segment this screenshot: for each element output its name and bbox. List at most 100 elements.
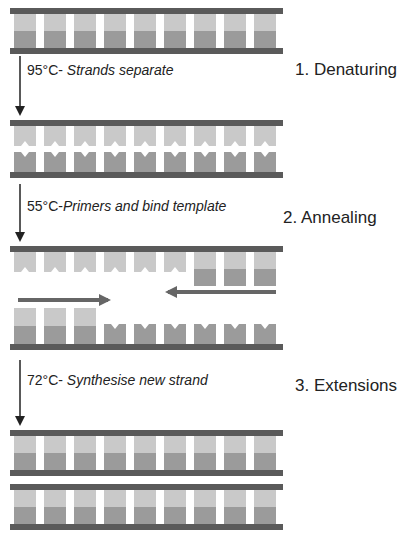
dna-part <box>74 326 96 344</box>
dna-part <box>224 453 246 470</box>
temperature-label: 55°C- <box>27 198 63 214</box>
dna-part <box>74 507 96 524</box>
dna-part <box>224 14 246 31</box>
dna-part <box>164 152 186 172</box>
dna-part <box>254 152 276 172</box>
dna-part <box>164 453 186 470</box>
step-arrow <box>19 184 21 240</box>
temperature-label: 72°C- <box>27 372 63 388</box>
dna-part <box>254 490 276 507</box>
dna-part <box>224 152 246 172</box>
dna-part <box>164 507 186 524</box>
dna-part <box>164 324 186 344</box>
dna-part <box>194 14 216 31</box>
dna-part <box>134 490 156 507</box>
dna-part <box>104 31 126 48</box>
step-arrow <box>19 56 21 114</box>
dna-part <box>164 126 186 146</box>
dna-part <box>224 436 246 453</box>
step-title: 3. Extensions <box>295 376 397 395</box>
dna-part <box>14 507 36 524</box>
dna-part <box>10 8 283 14</box>
dna-part <box>44 31 66 48</box>
step-description: Synthesise new strand <box>67 372 208 388</box>
dna-part <box>10 48 283 54</box>
dna-part <box>104 507 126 524</box>
dna-part <box>134 252 156 272</box>
dna-part <box>164 31 186 48</box>
text-group: 3. Extensions <box>295 376 407 396</box>
dna-part <box>194 490 216 507</box>
primer-arrow <box>168 290 276 294</box>
dna-part <box>194 324 216 344</box>
dna-part <box>14 490 36 507</box>
dna-part <box>104 14 126 31</box>
dna-part <box>224 507 246 524</box>
dna-part <box>254 252 276 269</box>
dna-part <box>254 126 276 146</box>
dna-part <box>10 430 283 436</box>
temperature-label: 95°C- <box>27 62 63 78</box>
dna-part <box>254 436 276 453</box>
dna-part <box>14 453 36 470</box>
dna-part <box>10 484 283 490</box>
dna-part <box>14 14 36 31</box>
dna-part <box>164 14 186 31</box>
dna-part <box>10 172 283 178</box>
text-group: 55°C-Primers and bind template <box>27 198 232 215</box>
step-title: 1. Denaturing <box>295 60 397 79</box>
dna-part <box>134 324 156 344</box>
dna-part <box>134 152 156 172</box>
dna-part <box>224 252 246 269</box>
dna-part <box>44 126 66 146</box>
dna-part <box>74 14 96 31</box>
dna-part <box>10 120 283 126</box>
dna-part <box>254 507 276 524</box>
dna-part <box>74 308 96 326</box>
step-title: 2. Annealing <box>283 208 377 227</box>
text-group: 2. Annealing <box>283 208 407 228</box>
dna-part <box>134 126 156 146</box>
dna-part <box>224 490 246 507</box>
dna-part <box>104 252 126 272</box>
dna-part <box>134 31 156 48</box>
dna-part <box>44 252 66 272</box>
dna-part <box>194 126 216 146</box>
dna-part <box>134 507 156 524</box>
dna-part <box>194 31 216 48</box>
step-arrow <box>19 360 21 424</box>
text-group: 1. Denaturing <box>295 60 407 80</box>
dna-part <box>74 152 96 172</box>
dna-part <box>224 31 246 48</box>
dna-part <box>44 326 66 344</box>
dna-part <box>14 436 36 453</box>
dna-part <box>74 31 96 48</box>
dna-part <box>74 490 96 507</box>
dna-part <box>164 252 186 272</box>
dna-part <box>104 490 126 507</box>
dna-part <box>44 14 66 31</box>
dna-part <box>194 152 216 172</box>
dna-part <box>254 31 276 48</box>
dna-part <box>164 436 186 453</box>
dna-part <box>134 436 156 453</box>
dna-part <box>74 252 96 272</box>
dna-part <box>44 453 66 470</box>
dna-part <box>194 507 216 524</box>
dna-part <box>194 269 216 286</box>
dna-part <box>10 344 283 350</box>
dna-part <box>104 126 126 146</box>
dna-part <box>254 269 276 286</box>
dna-part <box>74 436 96 453</box>
dna-part <box>254 324 276 344</box>
dna-part <box>14 126 36 146</box>
dna-part <box>44 436 66 453</box>
step-description: Primers and bind template <box>63 198 226 214</box>
dna-part <box>134 14 156 31</box>
dna-part <box>254 14 276 31</box>
dna-part <box>194 436 216 453</box>
dna-part <box>74 453 96 470</box>
dna-part <box>104 453 126 470</box>
dna-part <box>10 470 283 476</box>
